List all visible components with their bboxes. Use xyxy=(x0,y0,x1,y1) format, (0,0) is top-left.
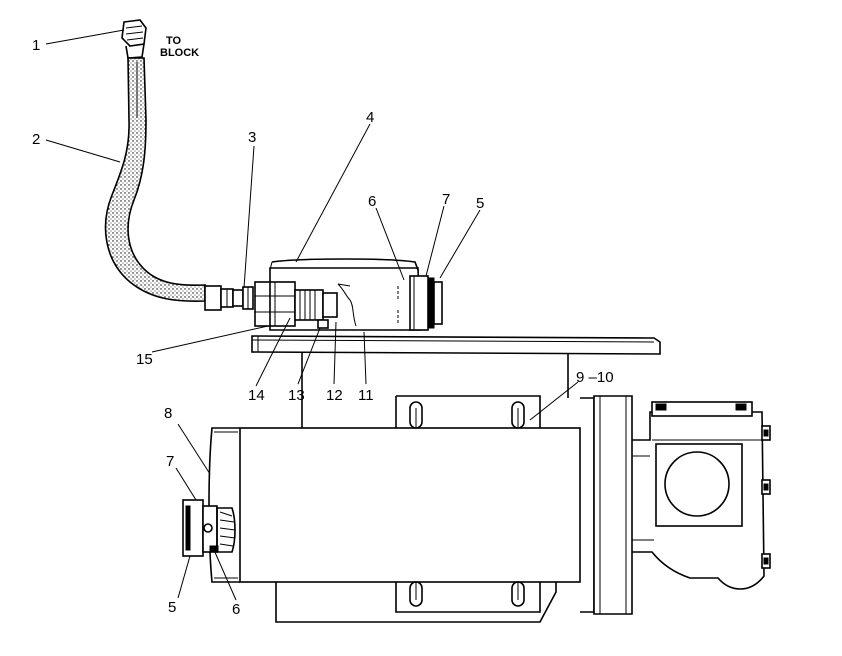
hose-assembly xyxy=(104,19,254,311)
note-line-1: TO xyxy=(166,35,182,47)
mounting-plate xyxy=(251,335,661,355)
note-to-block: TO BLOCK xyxy=(160,35,199,59)
callout-4: 4 xyxy=(366,109,374,126)
callout-13: 13 xyxy=(288,387,305,404)
leader-lines xyxy=(45,29,579,601)
callout-7-top: 7 xyxy=(442,191,450,208)
pump-housing xyxy=(632,401,771,590)
hose-body xyxy=(104,57,206,302)
callout-12: 12 xyxy=(326,387,343,404)
mounting-bracket xyxy=(275,395,557,623)
note-line-2: BLOCK xyxy=(160,47,199,59)
callout-5-bottom: 5 xyxy=(168,599,176,616)
end-cap-lower xyxy=(182,499,236,557)
main-cylinder xyxy=(208,352,581,583)
callout-5-top: 5 xyxy=(476,195,484,212)
callout-14: 14 xyxy=(248,387,265,404)
end-cap-upper xyxy=(409,275,443,331)
hose-end-fitting xyxy=(204,285,254,311)
heater-element xyxy=(254,281,338,327)
callout-15: 15 xyxy=(136,351,153,368)
callout-6-bottom: 6 xyxy=(232,601,240,618)
callout-8: 8 xyxy=(164,405,172,422)
callout-7-bottom: 7 xyxy=(166,453,174,470)
callout-labels: 1 2 3 4 6 7 5 15 14 13 12 11 9 –10 8 7 5… xyxy=(32,37,614,618)
callout-2: 2 xyxy=(32,131,40,148)
callout-1: 1 xyxy=(32,37,40,54)
flange xyxy=(580,395,633,615)
callout-9-10: 9 –10 xyxy=(576,369,614,386)
callout-3: 3 xyxy=(248,129,256,146)
callout-6-top: 6 xyxy=(368,193,376,210)
callout-11: 11 xyxy=(358,387,374,404)
top-fitting xyxy=(121,19,147,59)
